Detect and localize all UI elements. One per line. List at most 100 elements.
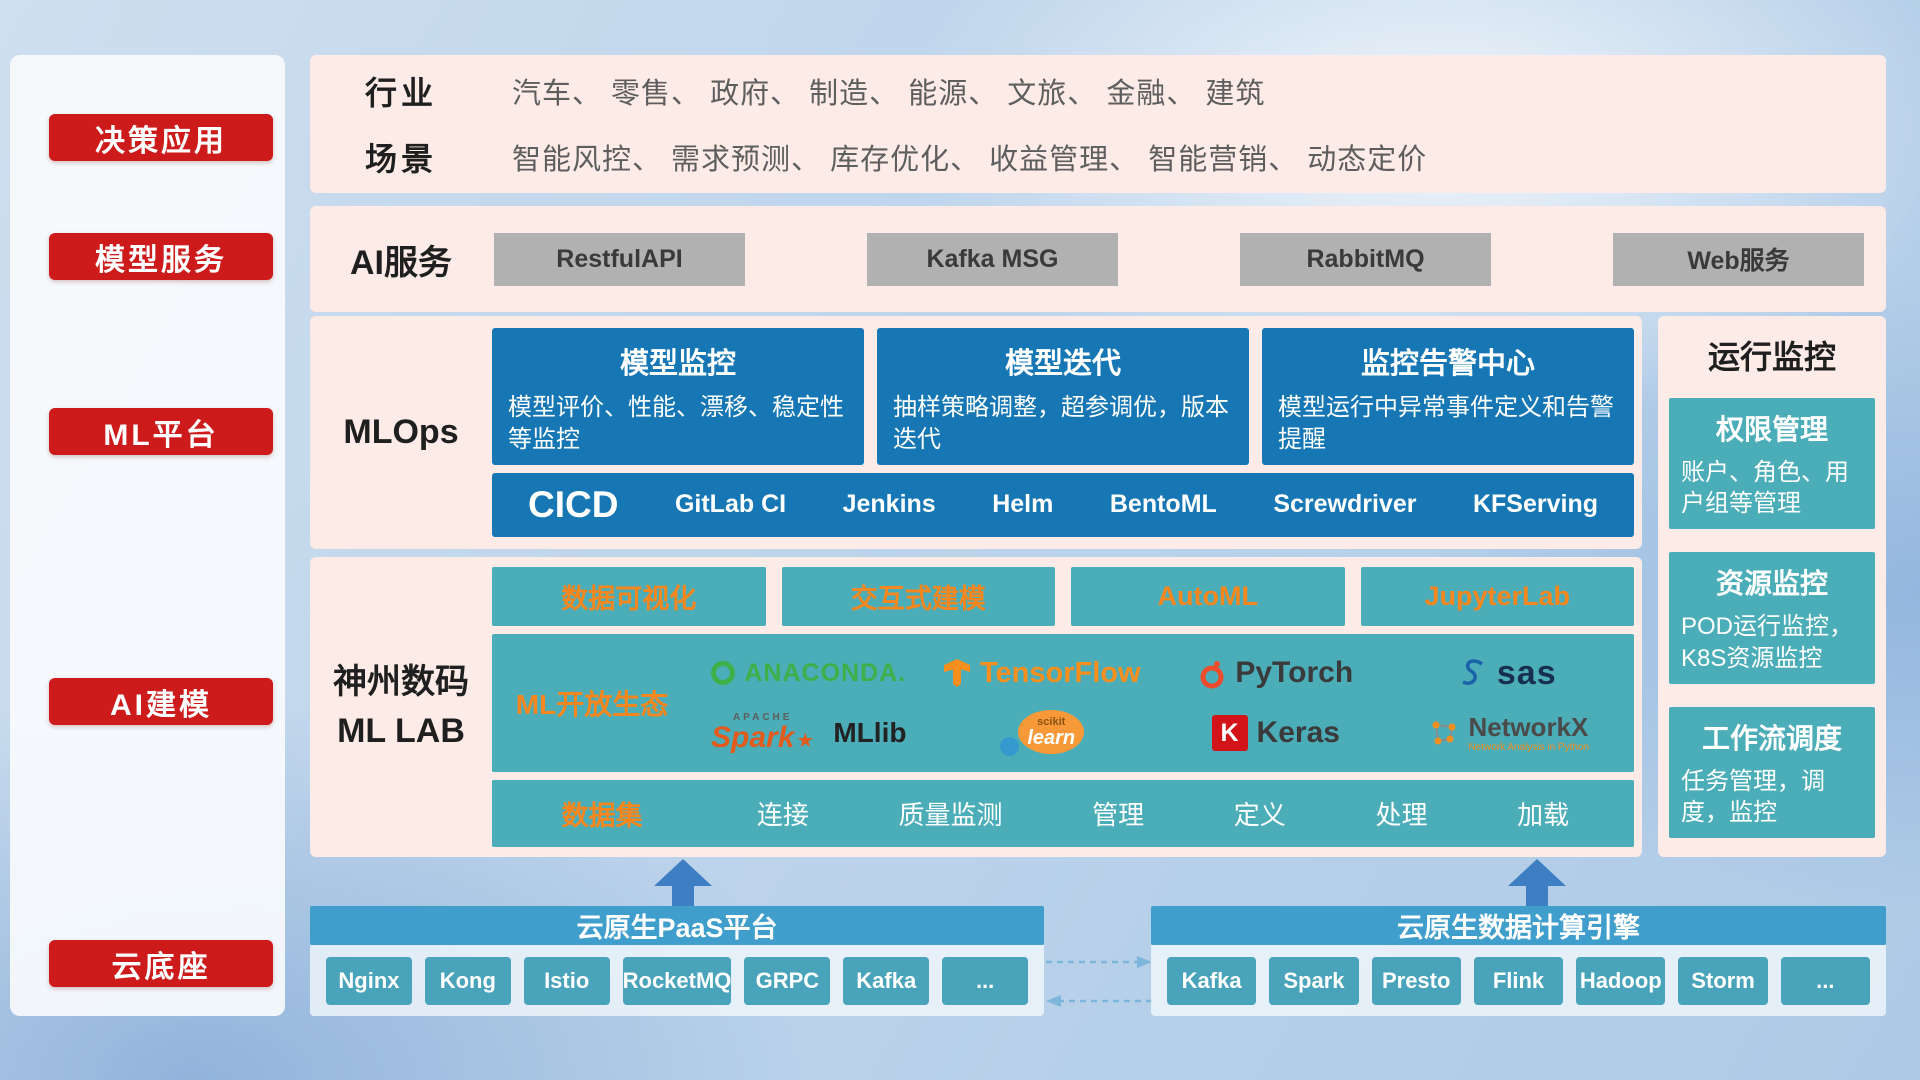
- layer-badge-cloud-base: 云底座: [49, 940, 273, 987]
- dataset-item-quality: 质量监测: [898, 800, 1003, 830]
- industry-scenario-panel: 行业 汽车、 零售、 政府、 制造、 能源、 文旅、 金融、 建筑 场景 智能风…: [310, 55, 1886, 193]
- runtime-monitor-title: 运行监控: [1707, 339, 1836, 375]
- tensorflow-wordmark: TensorFlow: [979, 656, 1141, 689]
- data-engine-components: Kafka Spark Presto Flink Hadoop Storm ..…: [1151, 945, 1886, 1016]
- dataset-bar: 数据集 连接 质量监测 管理 定义 处理 加载: [492, 780, 1634, 847]
- dataset-item-connect: 连接: [756, 800, 809, 830]
- layer-badge-decision: 决策应用: [49, 114, 273, 161]
- engine-chip-flink: Flink: [1473, 956, 1564, 1005]
- mlops-label: MLOps: [343, 412, 459, 451]
- keras-wordmark: Keras: [1256, 716, 1340, 749]
- spark-wordmark: Spark: [711, 721, 795, 754]
- paas-chip-kafka: Kafka: [843, 956, 930, 1005]
- anaconda-wordmark: ANACONDA.: [744, 658, 907, 687]
- service-chip-kafka-msg: Kafka MSG: [867, 232, 1118, 286]
- layer-badge-ml-platform: ML平台: [49, 408, 273, 455]
- networkx-wordmark: NetworkX: [1468, 712, 1589, 743]
- card-title: 资源监控: [1715, 568, 1828, 600]
- paas-chip-nginx: Nginx: [326, 956, 412, 1005]
- card-resource-monitor: 资源监控 POD运行监控，K8S资源监控: [1669, 552, 1875, 684]
- industry-label: 行业: [364, 75, 437, 111]
- engine-chip-more: ...: [1780, 956, 1870, 1005]
- scikit-learn-icon: scikit learn: [1000, 708, 1085, 758]
- cicd-tool-screwdriver: Screwdriver: [1273, 490, 1417, 519]
- engine-chip-kafka: Kafka: [1167, 956, 1257, 1005]
- paas-chip-istio: Istio: [523, 956, 610, 1005]
- card-desc: 模型评价、性能、漂移、稳定性等监控: [508, 394, 844, 454]
- mllab-label-line2: ML LAB: [337, 712, 465, 750]
- dataset-label: 数据集: [561, 801, 643, 831]
- cicd-title: CICD: [528, 483, 619, 525]
- up-arrow-paas: [654, 859, 712, 906]
- card-title: 工作流调度: [1701, 722, 1842, 754]
- anaconda-icon: [711, 661, 736, 685]
- spark-star-icon: ★: [796, 730, 815, 752]
- dataset-item-load: 加载: [1517, 800, 1570, 830]
- paas-chip-more: ...: [942, 956, 1029, 1005]
- engine-chip-hadoop: Hadoop: [1576, 956, 1666, 1005]
- cicd-tool-jenkins: Jenkins: [842, 490, 936, 519]
- cicd-bar: CICD GitLab CI Jenkins Helm BentoML Scre…: [492, 472, 1634, 537]
- arrow-head: [1508, 859, 1566, 886]
- scikit-learn-blob: scikit learn: [1018, 710, 1085, 754]
- card-desc: 模型运行中异常事件定义和告警提醒: [1278, 394, 1614, 454]
- mllab-panel: 神州数码 ML LAB 数据可视化 交互式建模 AutoML JupyterLa…: [310, 557, 1642, 857]
- up-arrow-engine: [1508, 859, 1566, 906]
- layer-badge-model-service: 模型服务: [49, 233, 273, 280]
- card-model-iteration: 模型迭代 抽样策略调整，超参调优，版本迭代: [877, 328, 1249, 465]
- ai-service-label: AI服务: [350, 243, 452, 282]
- card-workflow-scheduler: 工作流调度 任务管理，调度，监控: [1669, 706, 1875, 839]
- industry-row: 行业 汽车、 零售、 政府、 制造、 能源、 文旅、 金融、 建筑: [310, 68, 1886, 114]
- logo-keras: K Keras: [1159, 703, 1393, 763]
- paas-chip-rocketmq: RocketMQ: [622, 956, 732, 1005]
- card-model-monitoring: 模型监控 模型评价、性能、漂移、稳定性等监控: [492, 328, 864, 465]
- mllib-wordmark: MLlib: [833, 717, 907, 748]
- sas-icon: [1462, 659, 1483, 685]
- paas-header: 云原生PaaS平台: [310, 906, 1044, 945]
- cicd-tool-helm: Helm: [992, 490, 1054, 519]
- logo-networkx: NetworkX Network Analysis in Python: [1393, 703, 1627, 763]
- ml-ecosystem-label: ML开放生态: [515, 689, 669, 720]
- tool-jupyterlab: JupyterLab: [1360, 567, 1634, 626]
- scenario-row: 场景 智能风控、 需求预测、 库存优化、 收益管理、 智能营销、 动态定价: [310, 134, 1886, 180]
- scikit-learn-dot: [1000, 737, 1020, 756]
- cicd-tool-gitlab: GitLab CI: [674, 490, 787, 519]
- mlops-content: 模型监控 模型评价、性能、漂移、稳定性等监控 模型迭代 抽样策略调整，超参调优，…: [492, 316, 1642, 549]
- card-desc: 账户、角色、用户组等管理: [1681, 459, 1849, 518]
- sas-wordmark: sas: [1496, 653, 1557, 692]
- runtime-monitor-cards: 权限管理 账户、角色、用户组等管理 资源监控 POD运行监控，K8S资源监控 工…: [1658, 378, 1886, 839]
- ai-service-list: RestfulAPI Kafka MSG RabbitMQ Web服务: [492, 232, 1886, 286]
- logo-anaconda: ANACONDA.: [692, 643, 926, 703]
- learn-wordmark: learn: [1027, 726, 1076, 749]
- service-chip-rabbitmq: RabbitMQ: [1240, 232, 1491, 286]
- mllab-tool-row: 数据可视化 交互式建模 AutoML JupyterLab: [492, 567, 1634, 626]
- card-desc: 抽样策略调整，超参调优，版本迭代: [893, 394, 1229, 454]
- spark-icon: APACHE Spark★: [711, 713, 814, 753]
- mllab-content: 数据可视化 交互式建模 AutoML JupyterLab ML开放生态 ANA…: [492, 557, 1642, 857]
- paas-chip-grpc: GRPC: [744, 956, 831, 1005]
- engine-chip-storm: Storm: [1678, 956, 1768, 1005]
- tool-data-visualization: 数据可视化: [492, 567, 766, 626]
- ml-ecosystem-box: ML开放生态 ANACONDA. TensorFlow: [492, 634, 1634, 772]
- pytorch-icon: [1200, 660, 1224, 688]
- dataset-item-manage: 管理: [1092, 800, 1145, 830]
- logo-sas: sas: [1393, 643, 1627, 703]
- card-title: 权限管理: [1715, 414, 1828, 445]
- keras-icon: K: [1211, 715, 1248, 751]
- mllab-label-line1: 神州数码: [333, 662, 469, 701]
- dataset-item-process: 处理: [1375, 800, 1428, 830]
- apache-wordmark: APACHE: [732, 712, 793, 723]
- cicd-tool-kfserving: KFServing: [1472, 490, 1598, 519]
- card-title: 模型监控: [619, 348, 736, 380]
- service-chip-restfulapi: RestfulAPI: [494, 232, 745, 286]
- dataset-items: 连接 质量监测 管理 定义 处理 加载: [712, 795, 1634, 832]
- runtime-monitor-panel: 运行监控 权限管理 账户、角色、用户组等管理 资源监控 POD运行监控，K8S资…: [1658, 316, 1886, 857]
- scikit-wordmark: scikit: [1037, 715, 1066, 728]
- cicd-tool-bentoml: BentoML: [1109, 490, 1217, 519]
- card-title: 监控告警中心: [1360, 348, 1535, 380]
- card-title: 模型迭代: [1004, 348, 1121, 380]
- paas-chip-kong: Kong: [424, 956, 511, 1005]
- card-desc: POD运行监控，K8S资源监控: [1681, 613, 1854, 672]
- card-permission-mgmt: 权限管理 账户、角色、用户组等管理: [1669, 398, 1875, 530]
